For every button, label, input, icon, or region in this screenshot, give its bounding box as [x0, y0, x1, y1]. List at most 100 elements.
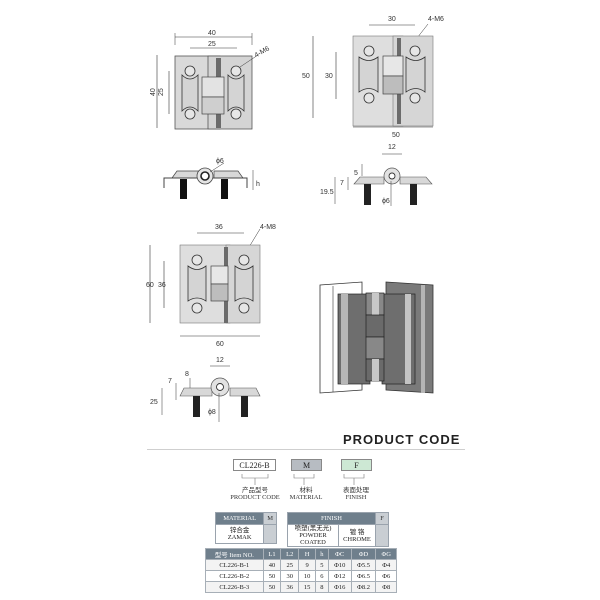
material-code: M — [263, 512, 277, 525]
side-view-large: 12 8 7 25 ϕ8 — [150, 357, 261, 422]
col-h: h — [315, 548, 329, 560]
dim-top: 5 — [354, 170, 358, 177]
cell: Φ12 — [327, 570, 352, 582]
dim-overall: 19.5 — [320, 189, 334, 196]
finish-option-powder: 喷塑(黑无光) POWDER COATED — [287, 524, 339, 547]
cell: 40 — [262, 559, 282, 571]
dim-height: 50 — [302, 73, 310, 80]
side-view-small: ϕ6 h — [163, 158, 260, 199]
dim-hole-spacing: 30 — [388, 16, 396, 23]
cell: 30 — [280, 570, 300, 582]
dim-width: 40 — [208, 30, 216, 37]
cell: Φ8 — [375, 581, 397, 593]
finish-header: FINISH — [287, 512, 376, 525]
material-table: MATERIAL M 锌合金 ZAMAK — [214, 512, 277, 544]
dim-top: 8 — [185, 371, 189, 378]
cell: Φ8.2 — [350, 581, 377, 593]
dim-pin: ϕ6 — [216, 158, 224, 165]
hinge-drawing-50: 30 4-M6 50 30 50 — [302, 16, 444, 139]
cell: CL226-B-2 — [205, 570, 264, 582]
finish-cn: 镀 铬 — [349, 528, 365, 536]
dim-pin-width: 12 — [388, 144, 396, 151]
label-en: FINISH — [345, 494, 367, 501]
finish-cn: 喷塑(黑无光) — [294, 525, 332, 532]
product-code-box: CL226-B — [233, 459, 276, 471]
material-cell: 锌合金 ZAMAK — [214, 524, 265, 544]
spec-table: 型号 Item NO. L1 L2 H h ΦC ΦD ΦG CL226-B-1… — [205, 548, 397, 593]
material-header: MATERIAL — [214, 512, 265, 525]
cell: Φ16 — [327, 581, 352, 593]
cell: 8 — [315, 581, 329, 593]
finish-en: CHROME — [343, 535, 371, 543]
label-en: MATERIAL — [289, 494, 323, 501]
cell: 50 — [262, 581, 282, 593]
dim-overall: 25 — [150, 399, 158, 406]
dim-height: 40 — [150, 88, 157, 96]
label-finish: 表面处理 FINISH — [334, 487, 378, 501]
material-empty — [263, 524, 277, 544]
dim-hole-spacing: 25 — [208, 41, 216, 48]
cell: CL226-B-1 — [205, 559, 264, 571]
cell: Φ6 — [375, 570, 397, 582]
cell: 25 — [280, 559, 300, 571]
cell: Φ4 — [375, 559, 397, 571]
col-item: 型号 Item NO. — [205, 548, 264, 560]
cell: 6 — [315, 570, 329, 582]
dim-pin-width: 12 — [216, 357, 224, 364]
dim-hole-vspacing: 30 — [325, 73, 333, 80]
cell: 5 — [315, 559, 329, 571]
label-en: PRODUCT CODE — [230, 494, 280, 501]
col-c: ΦC — [327, 548, 352, 560]
label-material: 材料 MATERIAL — [284, 487, 328, 501]
table-row: CL226-B-1 40 25 9 5 Φ10 Φ5.5 Φ4 — [205, 559, 397, 571]
divider — [147, 449, 465, 450]
cell: Φ5.5 — [350, 559, 377, 571]
col-l2: L2 — [280, 548, 300, 560]
dim-pin: ϕ6 — [382, 198, 390, 205]
cell: 36 — [280, 581, 300, 593]
cell: 15 — [298, 581, 317, 593]
hinge-drawing-60: 36 4-M8 60 36 60 — [146, 224, 276, 348]
dim-plate: 7 — [168, 378, 172, 385]
code-brackets — [241, 474, 365, 485]
cell: CL226-B-3 — [205, 581, 264, 593]
finish-option-chrome: 镀 铬 CHROME — [338, 524, 376, 547]
table-row: CL226-B-2 50 30 10 6 Φ12 Φ6.5 Φ6 — [205, 570, 397, 582]
label-cn: 产品型号 — [242, 487, 268, 494]
dim-hole-vspacing: 25 — [158, 88, 165, 96]
spec-header-row: 型号 Item NO. L1 L2 H h ΦC ΦD ΦG — [205, 548, 397, 560]
section-title: PRODUCT CODE — [343, 432, 461, 447]
cell: 9 — [298, 559, 317, 571]
finish-code-box: F — [341, 459, 372, 471]
hinge-drawing-40: 40 25 40 25 4-M6 — [150, 30, 271, 130]
thread-label: 4-M6 — [428, 16, 444, 23]
dim-pin: ϕ8 — [208, 409, 216, 416]
material-code-box: M — [291, 459, 322, 471]
material-en: ZAMAK — [227, 534, 252, 541]
cell: Φ6.5 — [350, 570, 377, 582]
finish-en: POWDER COATED — [299, 532, 327, 546]
thread-label: 4-M8 — [260, 224, 276, 231]
material-cn: 锌合金 — [229, 527, 250, 534]
label-cn: 材料 — [299, 487, 313, 494]
dim-plate: 7 — [340, 180, 344, 187]
cell: 10 — [298, 570, 317, 582]
cell: 50 — [262, 570, 282, 582]
col-l1: L1 — [262, 548, 282, 560]
finish-empty — [375, 524, 389, 547]
col-g: ΦG — [375, 548, 397, 560]
side-view-medium: 12 5 7 19.5 ϕ6 — [320, 144, 433, 206]
dim-width: 60 — [216, 341, 224, 348]
dim-hole-vspacing: 36 — [158, 282, 166, 289]
finish-code: F — [375, 512, 389, 525]
col-d: ΦD — [350, 548, 377, 560]
finish-table: FINISH F 喷塑(黑无光) POWDER COATED 镀 铬 CHROM… — [287, 512, 389, 547]
dim-height: 60 — [146, 282, 154, 289]
hinge-3d-view — [319, 281, 434, 394]
dim-width: 50 — [392, 132, 400, 139]
label-product-code: 产品型号 PRODUCT CODE — [225, 487, 285, 501]
thread-label: 4-M6 — [254, 45, 271, 59]
dim-h: h — [256, 181, 260, 188]
cell: Φ10 — [327, 559, 352, 571]
table-row: CL226-B-3 50 36 15 8 Φ16 Φ8.2 Φ8 — [205, 581, 397, 593]
